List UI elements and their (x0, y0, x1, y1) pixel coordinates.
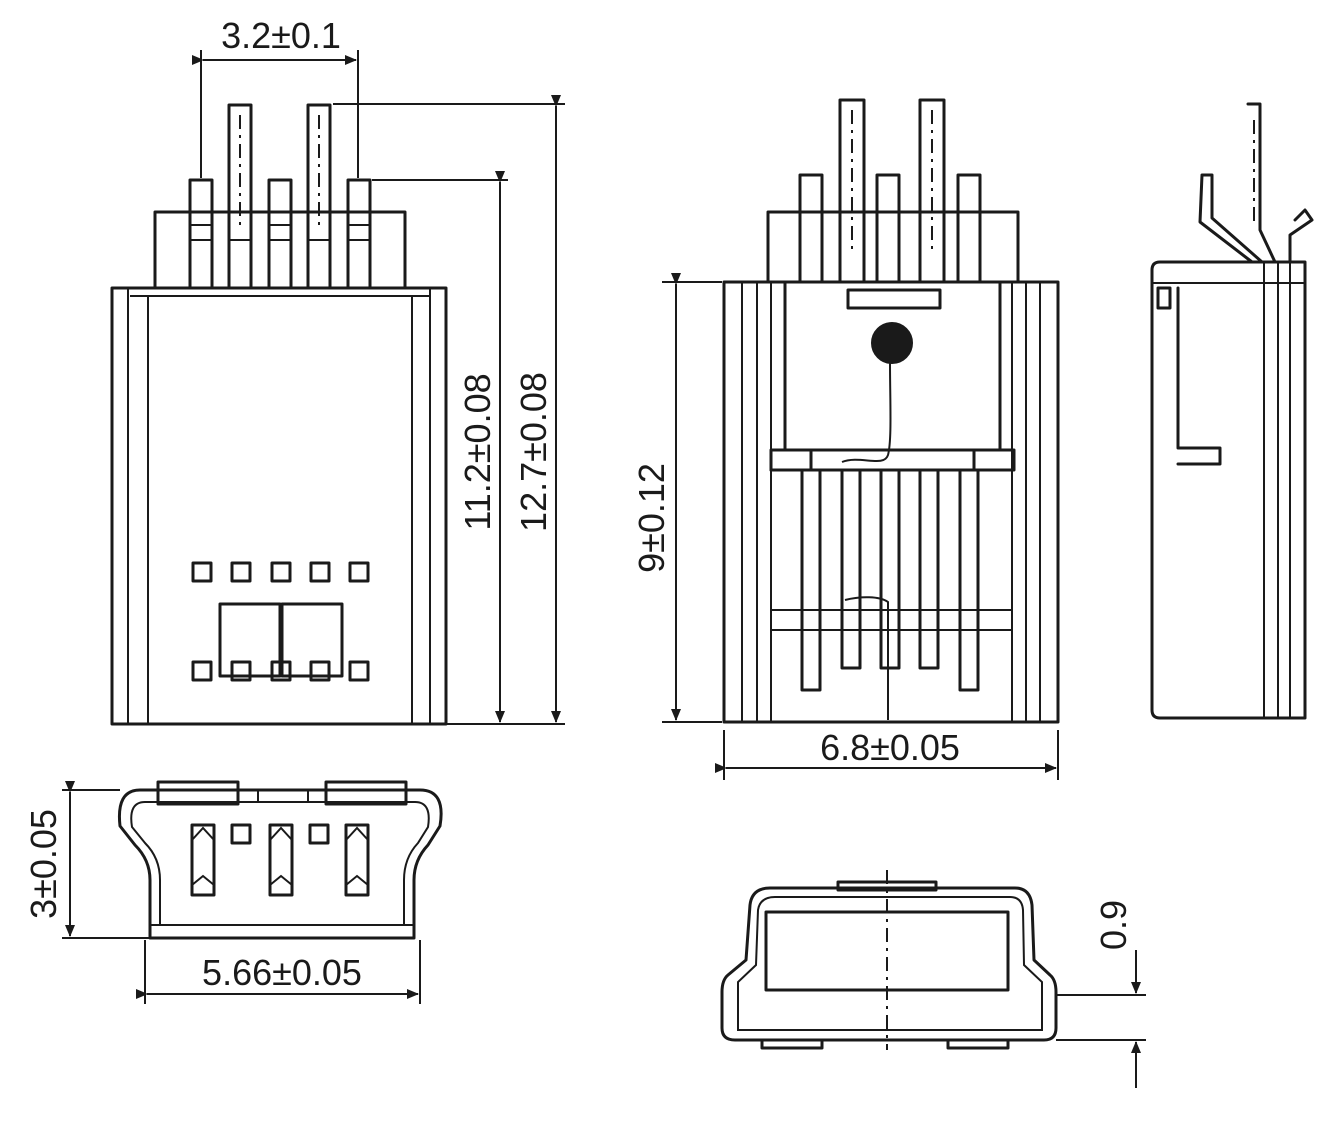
rear-face-view: 0.9 (720, 870, 1146, 1088)
side-width-dimension: 6.8±0.05 (820, 727, 960, 768)
shell-offset-dimension: 0.9 (1093, 900, 1134, 950)
body-length-dimension: 11.2±0.08 (457, 373, 498, 530)
side-length-dimension: 9±0.12 (631, 463, 672, 573)
top-view: 3.2±0.1 11.2±0.08 12.7±0.08 (110, 15, 565, 726)
side-view (1150, 102, 1314, 720)
front-face-view: 3±0.05 5.66±0.05 (23, 780, 443, 1004)
polarity-dot (871, 322, 913, 364)
face-height-dimension: 3±0.05 (23, 809, 64, 919)
bottom-view: 9±0.12 6.8±0.05 (631, 98, 1060, 780)
latch-holes (191, 561, 370, 682)
overall-length-dimension: 12.7±0.08 (513, 372, 554, 532)
short-pins (188, 178, 372, 290)
face-contacts (190, 823, 370, 897)
long-pins (227, 103, 332, 290)
pin-pitch-dimension: 3.2±0.1 (221, 15, 341, 56)
face-width-dimension: 5.66±0.05 (202, 952, 362, 993)
